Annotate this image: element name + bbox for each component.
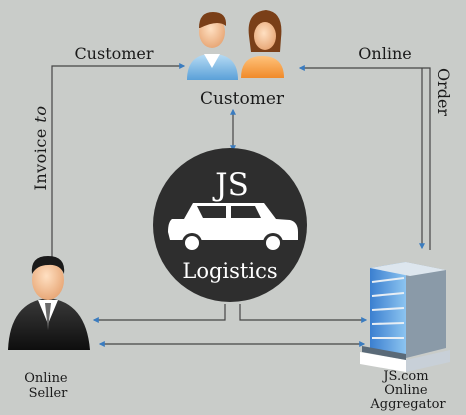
invoice-to-label: Invoice to [31, 106, 50, 191]
invoice-word: Invoice [31, 128, 50, 190]
seller-label-line1: Online [24, 371, 68, 386]
js-logistics-hub: JS Logistics [153, 148, 307, 302]
car-icon [168, 203, 298, 253]
aggregator-label-line1: JS.com [381, 369, 428, 384]
invoice-edge [51, 63, 186, 262]
building-floors [371, 277, 405, 339]
invoice-customer-label: Customer [74, 44, 153, 63]
hub-subtitle: Logistics [182, 259, 277, 283]
seller-label: Online Seller [24, 371, 72, 401]
aggregator-label-line2: Online [384, 383, 428, 398]
aggregator-label: JS.com Online Aggregator [369, 369, 446, 412]
invoice-to-word: to [31, 106, 50, 123]
hub-seller-edge [92, 304, 226, 323]
businessman-icon [8, 256, 90, 350]
office-building-icon [360, 262, 450, 372]
aggregator-label-line3: Aggregator [369, 397, 446, 412]
customer-label: Customer [200, 89, 285, 109]
online-label: Online [358, 44, 411, 63]
hub-title: JS [212, 167, 249, 203]
seller-label-line2: Seller [29, 386, 69, 401]
order-label: Order [434, 68, 453, 116]
connectors [51, 63, 431, 347]
customer-couple-icon [187, 10, 284, 80]
hub-aggregator-edge [239, 304, 368, 323]
order-edge [298, 65, 431, 250]
